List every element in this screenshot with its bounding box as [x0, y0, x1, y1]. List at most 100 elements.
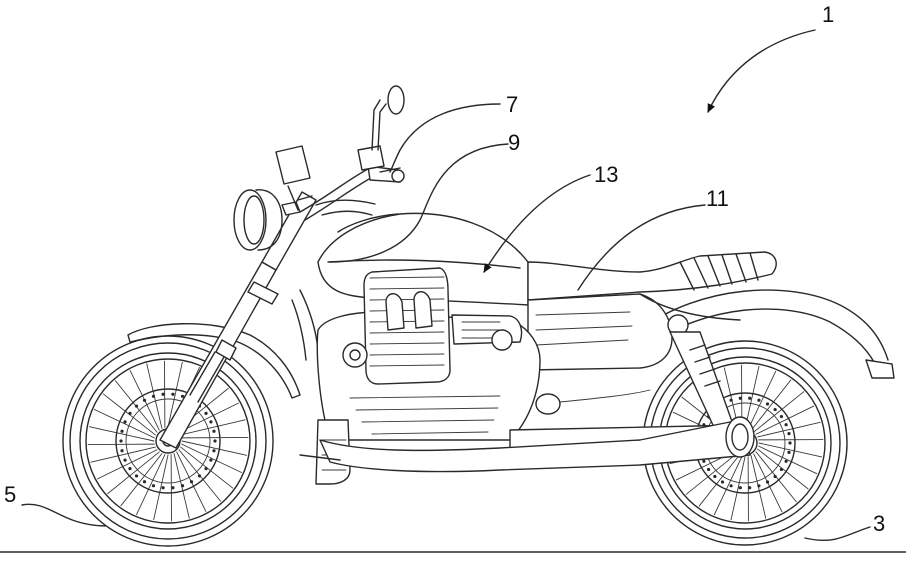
handlebar	[299, 145, 405, 221]
spoke	[758, 442, 823, 458]
disc-hole	[151, 394, 156, 398]
mirror	[371, 85, 405, 151]
cylinder-fin	[369, 342, 445, 345]
disc-hole	[171, 486, 175, 490]
front-brake-disc	[115, 388, 221, 494]
cylinder-fin	[369, 298, 445, 301]
disc-hole	[702, 459, 706, 463]
disc-hole	[738, 396, 742, 400]
front-fork	[159, 191, 317, 449]
callout-3: 3	[873, 511, 885, 536]
spoke	[753, 391, 805, 433]
callout-9: 9	[508, 130, 520, 155]
side-panel	[527, 293, 741, 371]
disc-hole	[128, 411, 132, 415]
disc-hole	[765, 480, 770, 484]
spoke	[167, 361, 183, 428]
disc-hole	[720, 480, 725, 484]
callout-13: 13	[594, 162, 618, 187]
spoke	[94, 409, 155, 439]
spoke	[685, 453, 737, 495]
throttle-control	[379, 167, 401, 173]
disc-hole	[134, 474, 139, 478]
spoke	[744, 365, 760, 430]
callout-7: 7	[506, 92, 518, 117]
spoke	[747, 370, 777, 430]
disc-hole	[757, 484, 761, 488]
front-fender	[127, 323, 301, 399]
spoke	[698, 455, 740, 507]
exhaust	[319, 389, 755, 473]
spoke	[180, 419, 246, 436]
disc-hole	[773, 407, 777, 412]
disc-hole	[212, 449, 216, 453]
spoke	[181, 443, 242, 473]
disc-hole	[729, 484, 733, 488]
disc-hole	[120, 449, 124, 453]
disc-hole	[142, 398, 147, 402]
disc-hole	[779, 414, 784, 419]
footpeg	[299, 454, 341, 461]
disc-hole	[788, 441, 792, 445]
spoke	[181, 440, 248, 456]
spoke	[755, 405, 815, 435]
callout-1: 1	[822, 2, 834, 27]
spoke	[120, 453, 163, 507]
seat	[527, 251, 777, 301]
disc-hole	[171, 392, 175, 396]
disc-hole	[779, 467, 784, 472]
disc-hole	[706, 467, 711, 472]
disc-hole	[197, 474, 202, 478]
disc-hole	[787, 450, 791, 454]
disc-hole	[212, 429, 216, 433]
disc-hole	[134, 404, 139, 408]
disc-hole	[161, 486, 165, 490]
cylinder-fin	[369, 331, 445, 334]
disc-hole	[738, 486, 742, 490]
disc-hole	[773, 474, 777, 479]
disc-hole	[209, 420, 213, 424]
disc-hole	[784, 459, 788, 463]
spoke	[757, 421, 821, 438]
rear-fender	[639, 289, 895, 379]
disc-hole	[180, 394, 185, 398]
spoke	[730, 456, 746, 521]
engine	[315, 267, 541, 485]
disc-hole	[787, 432, 791, 436]
disc-hole	[713, 474, 717, 479]
disc-hole	[748, 396, 752, 400]
cylinder-fin	[369, 353, 445, 356]
spoke	[97, 449, 158, 480]
spoke	[90, 446, 156, 463]
spoke	[178, 402, 239, 433]
disc-hole	[120, 429, 124, 433]
cylinder-fin	[369, 309, 445, 312]
disc-hole	[748, 486, 752, 490]
cylinder-fin	[369, 287, 445, 290]
callout-11: 11	[706, 186, 729, 211]
spoke	[107, 451, 160, 495]
disc-hole	[213, 439, 217, 443]
disc-hole	[128, 467, 132, 471]
disc-hole	[189, 480, 194, 484]
disc-hole	[765, 402, 770, 406]
cylinder-fin	[369, 276, 445, 279]
disc-hole	[123, 458, 127, 462]
spoke	[88, 426, 155, 442]
disc-hole	[204, 467, 208, 471]
instrument-cluster	[275, 145, 313, 211]
disc-hole	[204, 411, 208, 415]
cylinder-fin	[369, 364, 445, 367]
disc-hole	[209, 458, 213, 462]
rear-shock	[667, 314, 736, 437]
callout-leaders	[21, 29, 871, 542]
disc-hole	[161, 392, 165, 396]
spoke	[153, 454, 169, 521]
disc-hole	[151, 484, 156, 488]
disc-hole	[757, 398, 761, 402]
spoke	[136, 454, 166, 515]
disc-hole	[142, 480, 147, 484]
disc-hole	[729, 398, 733, 402]
